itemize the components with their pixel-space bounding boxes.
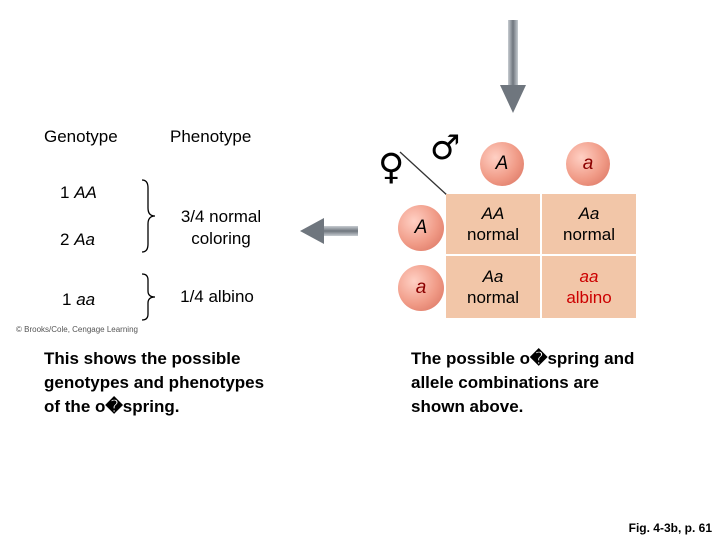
phenotype-header: Phenotype <box>170 127 252 146</box>
cell-genotype: Aa <box>578 204 600 223</box>
left-arrow-icon <box>300 218 358 244</box>
punnett-cell-aa-het-bottom: Aa normal <box>446 256 540 318</box>
genotype-count: 1 <box>62 290 72 309</box>
sperm-allele-dominant: A <box>480 142 524 186</box>
egg-allele-recessive: a <box>398 265 444 311</box>
genotype-row-aa-homozygous-dominant: 1 AA <box>60 183 97 203</box>
sperm-allele-recessive: a <box>566 142 610 186</box>
left-caption-line2: genotypes and phenotypes <box>44 373 265 392</box>
phenotype-albino: 1/4 albino <box>180 287 254 306</box>
egg-allele-dominant: A <box>398 205 444 251</box>
left-caption: This shows the possible genotypes and ph… <box>44 347 264 419</box>
phenotype-normal-line2: coloring <box>191 229 251 248</box>
male-symbol-icon: ♂ <box>430 128 461 168</box>
figure-reference: Fig. 4-3b, p. 61 <box>628 521 712 535</box>
punnett-diagonal-line <box>399 151 449 197</box>
punnett-cell-aa-dominant: AA normal <box>446 194 540 254</box>
cell-genotype: aa <box>579 267 599 286</box>
copyright-text: © Brooks/Cole, Cengage Learning <box>16 325 138 334</box>
genotype-count: 1 <box>60 183 70 202</box>
right-caption-line2: allele combinations are <box>411 373 600 392</box>
cell-phenotype: albino <box>566 288 612 307</box>
left-caption-line3: of the o�spring. <box>44 397 180 416</box>
brace-normal-icon <box>141 179 156 253</box>
cell-genotype: Aa <box>482 267 504 286</box>
right-caption-line3: shown above. <box>411 397 524 416</box>
brace-albino-icon <box>141 273 156 321</box>
phenotype-normal-line1: 3/4 normal <box>180 207 262 226</box>
genotype-row-aa-heterozygous: 2 Aa <box>60 230 95 250</box>
female-symbol-icon: ♀ <box>378 147 405 188</box>
cell-phenotype: normal <box>467 225 519 244</box>
phenotype-normal: 3/4 normal coloring <box>170 206 272 250</box>
cell-phenotype: normal <box>563 225 615 244</box>
punnett-cell-aa-het-top: Aa normal <box>542 194 636 254</box>
genotype-row-aa-homozygous-recessive: 1 aa <box>62 290 95 310</box>
cell-genotype: AA <box>481 204 505 223</box>
left-caption-line1: This shows the possible <box>44 349 241 368</box>
genotype-header: Genotype <box>44 127 118 146</box>
genotype-allele: Aa <box>74 230 95 249</box>
genotype-allele: aa <box>76 290 96 309</box>
genotype-count: 2 <box>60 230 70 249</box>
punnett-cell-aa-recessive: aa albino <box>542 256 636 318</box>
genotype-allele: AA <box>74 183 97 202</box>
cell-phenotype: normal <box>467 288 519 307</box>
down-arrow-icon <box>500 20 526 113</box>
right-caption: The possible o�spring and allele combina… <box>411 347 634 419</box>
right-caption-line1: The possible o�spring and <box>411 349 635 368</box>
